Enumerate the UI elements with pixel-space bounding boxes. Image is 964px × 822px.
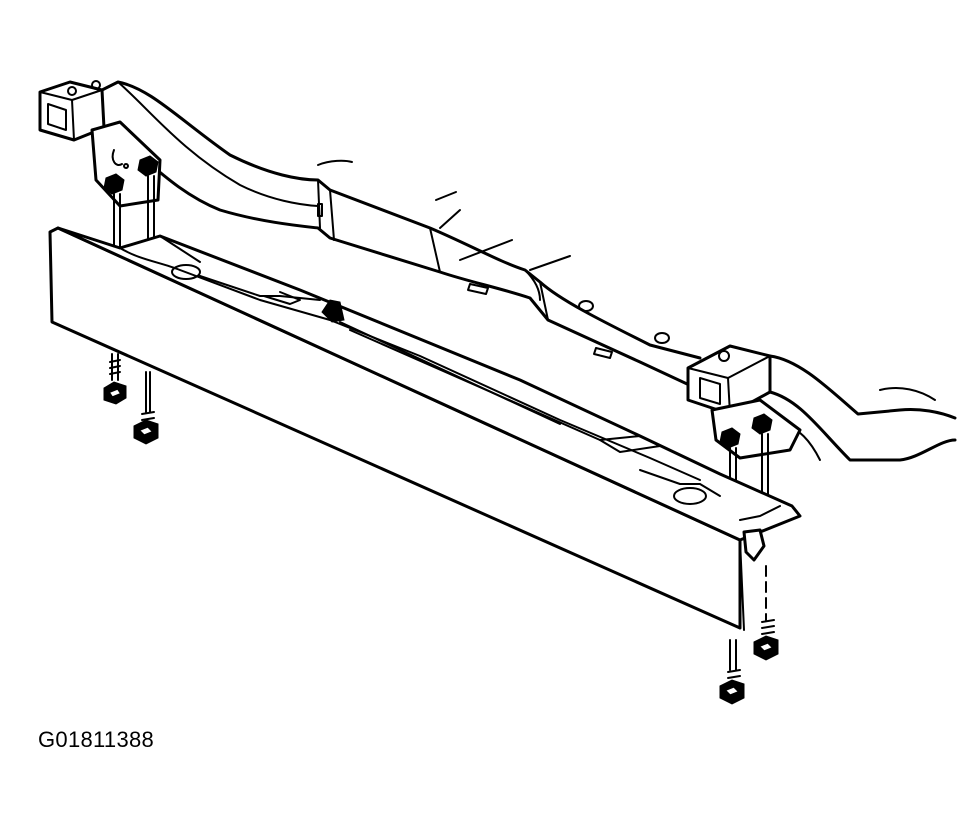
nut-right-b (751, 413, 773, 435)
skid-plate-shield (48, 226, 802, 631)
figure-code: G01811388 (38, 727, 155, 752)
bolt-left-front (103, 353, 127, 405)
nut-right-a (719, 427, 741, 449)
bolt-right-front (719, 639, 745, 705)
nut-left-b (137, 155, 159, 177)
bolt-left-rear (133, 371, 159, 445)
nut-left-a (103, 173, 125, 195)
bolt-right-rear (753, 619, 779, 661)
